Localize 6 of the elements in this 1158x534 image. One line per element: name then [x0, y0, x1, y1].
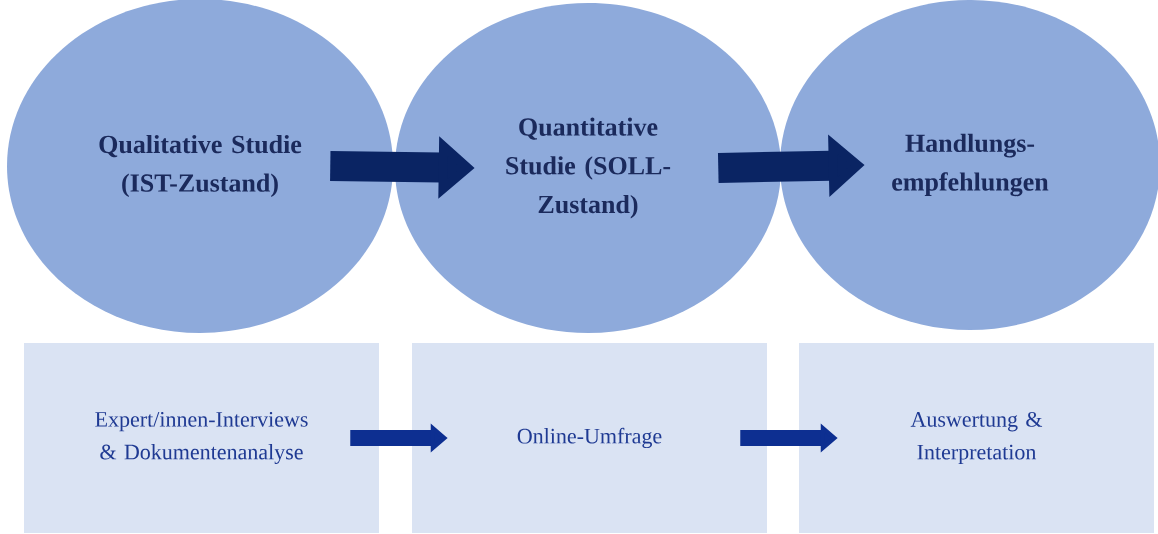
method-box: Expert/innen-Interviews & Dokumentenanalyse	[24, 343, 379, 533]
circle-stage: Qualitative Studie (IST-Zustand)	[7, 0, 393, 333]
method-box: Auswertung & Interpretation	[799, 343, 1154, 533]
method-box: Online-Umfrage	[412, 343, 767, 533]
circle-stage: Handlungs- empfehlungen	[780, 0, 1158, 330]
circle-stage: Quantitative Studie (SOLL-Zustand)	[395, 3, 781, 333]
